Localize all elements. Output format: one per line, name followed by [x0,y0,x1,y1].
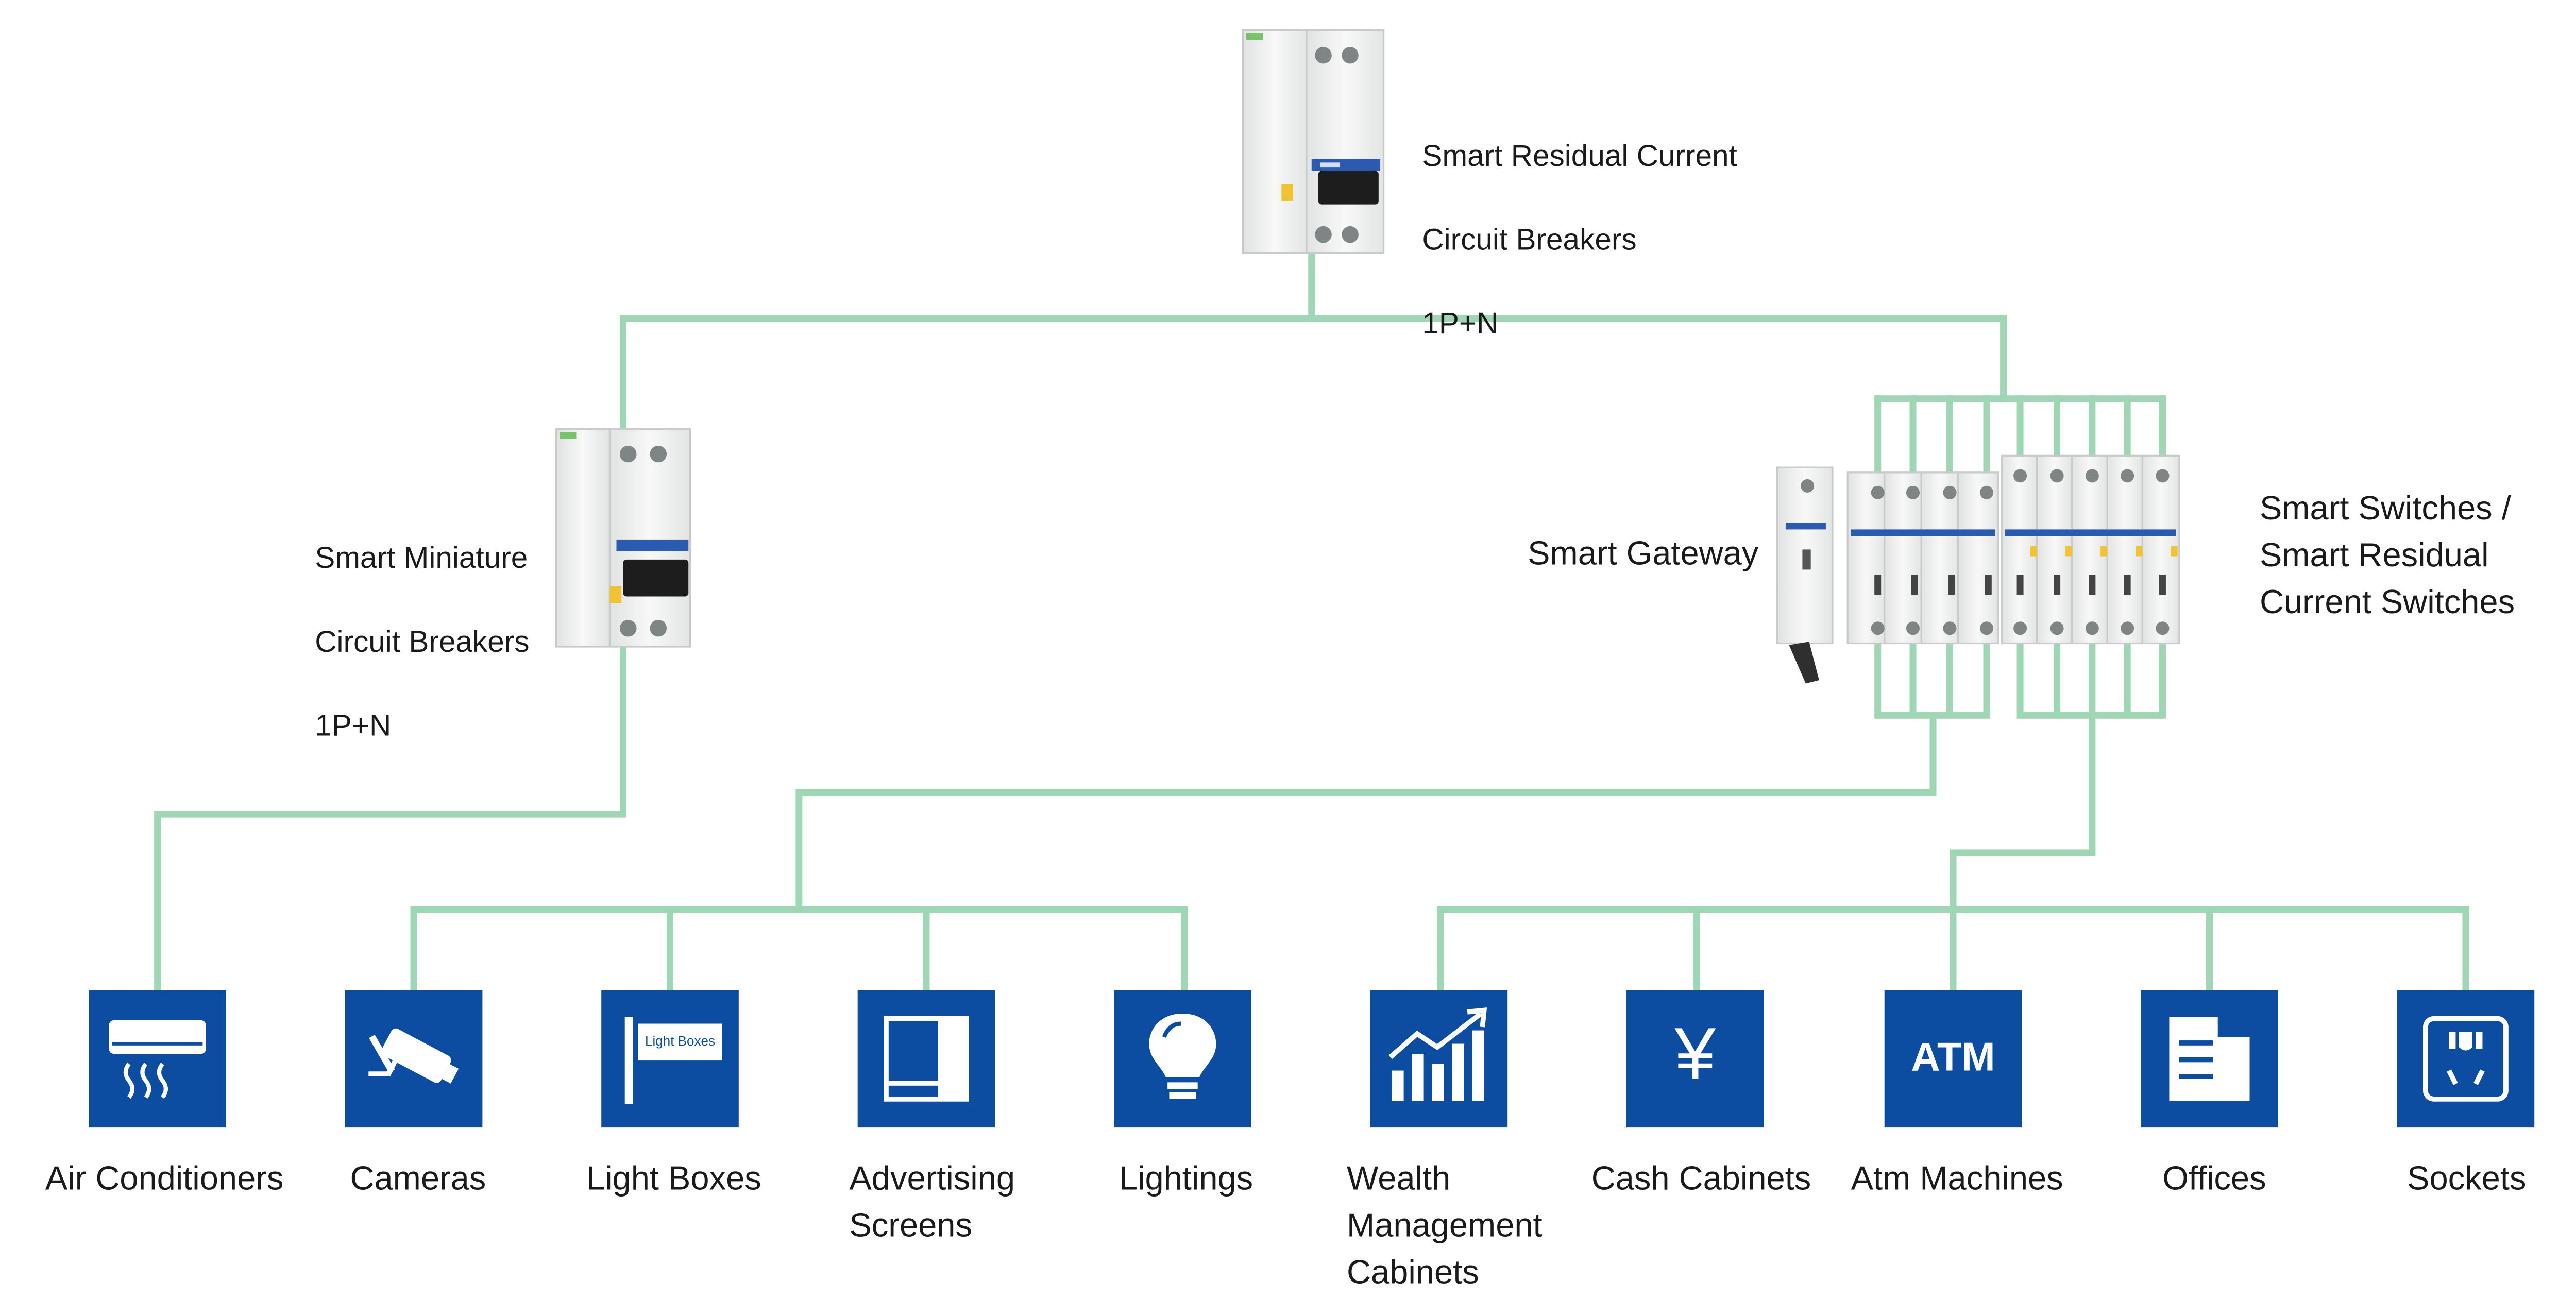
light-box-icon [624,1017,722,1104]
screen-icon [884,1016,969,1102]
atm-tile: ATM [1884,990,2022,1128]
bulb-icon [1149,1014,1216,1099]
air-conditioner-tile [89,990,226,1128]
rcbo-label-line: Smart Residual Current [1422,139,1737,173]
socket-icon [2423,1016,2509,1102]
load-label-cameras: Cameras [350,1161,486,1198]
load-label-lightings: Lightings [1118,1161,1253,1198]
camera-icon [368,1028,459,1084]
load-label-sockets: Sockets [2407,1161,2527,1198]
load-label-advertising-screens: Advertising Screens [849,1161,1015,1245]
mcb-label-line: Smart Miniature [315,541,528,575]
mcb-label: Smart Miniature Circuit Breakers 1P+N [315,496,529,747]
load-label-cash-cabinets: Cash Cabinets [1591,1161,1811,1198]
switches-label-line: Smart Switches / [2260,491,2511,528]
load-label-wealth-management-cabinets: Wealth Management Cabinets [1347,1161,1543,1292]
switches-label: Smart Switches / Smart Residual Current … [2260,486,2515,627]
office-tile [2141,990,2278,1128]
chart-growth-icon [1388,1007,1487,1101]
cash-cabinet-tile: ¥ [1626,990,1764,1128]
advertising-screen-tile [857,990,995,1128]
load-label-light-boxes: Light Boxes [586,1161,761,1198]
rcbo-label: Smart Residual Current Circuit Breakers … [1422,94,1737,345]
mcb-label-line: Circuit Breakers [315,625,530,659]
load-label-offices: Offices [2162,1161,2266,1198]
switches-label-line: Smart Residual [2260,537,2489,575]
load-label-air-conditioners: Air Conditioners [45,1161,284,1198]
socket-tile [2397,990,2535,1128]
mcb-label-line: 1P+N [315,709,392,743]
gateway-label: Smart Gateway [1528,536,1759,573]
camera-tile [345,990,483,1128]
light-box-icon-text: Light Boxes [645,1034,716,1049]
gateway-device [1776,466,1834,684]
light-box-tile: Light Boxes [601,990,739,1128]
rcbo-label-line: 1P+N [1422,306,1499,341]
load-label-atm-machines: Atm Machines [1851,1161,2063,1198]
document-icon [2169,1017,2250,1101]
air-conditioner-icon [109,1020,206,1099]
rcbo-label-line: Circuit Breakers [1422,223,1637,257]
yen-icon: ¥ [1674,1014,1716,1096]
lighting-tile [1114,990,1251,1128]
switches-label-line: Current Switches [2260,584,2515,622]
wealth-cabinet-tile [1370,990,1508,1128]
atm-icon: ATM [1911,1035,1995,1081]
